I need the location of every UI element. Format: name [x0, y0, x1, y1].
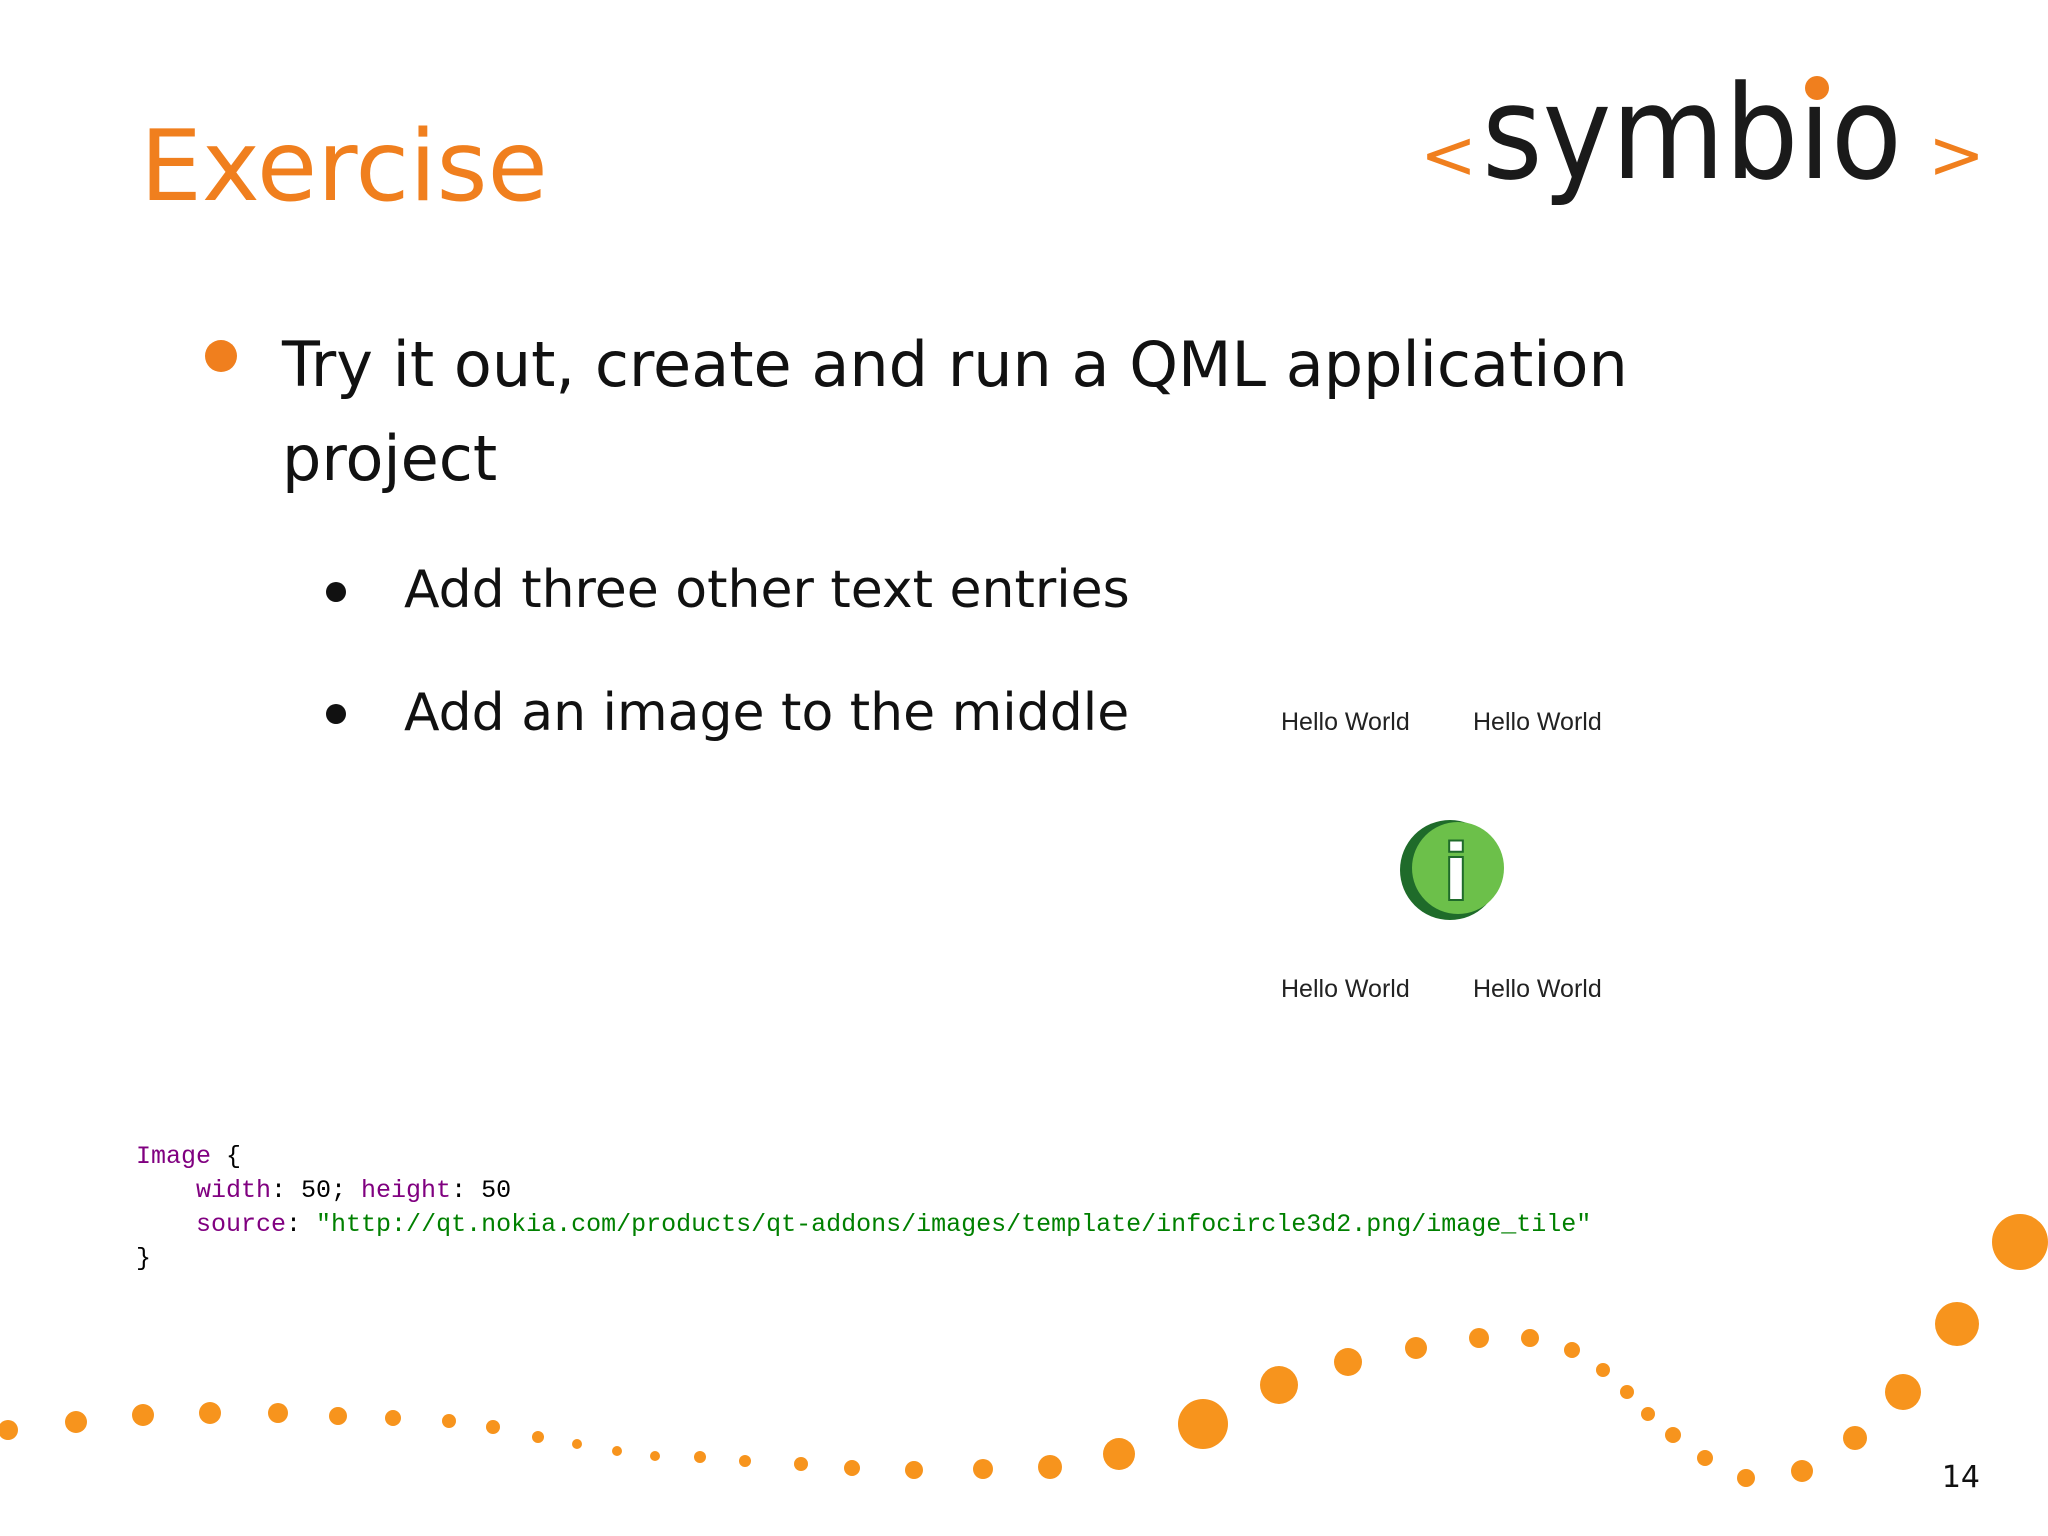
main-bullet-text: Try it out, create and run a QML applica…: [282, 328, 1628, 495]
logo-left-bracket: <: [1420, 116, 1477, 195]
sub-bullet-2: Add an image to the middle: [404, 683, 1130, 743]
main-bullet-dot: [205, 340, 237, 372]
code-val-height: : 50: [451, 1176, 512, 1205]
code-brace-open: {: [211, 1142, 242, 1171]
logo-text: symbio: [1482, 60, 1902, 209]
code-prop-source: source: [196, 1210, 287, 1239]
info-letter: i: [1443, 829, 1470, 919]
sub-bullet-1: Add three other text entries: [404, 560, 1130, 620]
hello-world-label: Hello World: [1473, 975, 1602, 1003]
hello-world-label: Hello World: [1281, 708, 1410, 736]
code-val-width: : 50;: [271, 1176, 362, 1205]
symbio-logo: < symbio >: [1420, 60, 1980, 209]
code-block: Image { width: 50; height: 50 source: "h…: [136, 1140, 1591, 1276]
info-circle-icon: i: [1400, 820, 1504, 920]
code-brace-close: }: [136, 1244, 152, 1273]
slide-title: Exercise: [140, 110, 548, 224]
code-prop-height: height: [361, 1176, 452, 1205]
page-number: 14: [1941, 1460, 1980, 1495]
code-source-string: "http://qt.nokia.com/products/qt-addons/…: [316, 1210, 1592, 1239]
code-prop-width: width: [196, 1176, 272, 1205]
code-type: Image: [136, 1142, 212, 1171]
sub-bullet-dot: [326, 582, 346, 602]
sub-bullet-dot: [326, 704, 346, 724]
logo-dot: [1805, 76, 1829, 100]
hello-world-label: Hello World: [1473, 708, 1602, 736]
logo-right-bracket: >: [1928, 116, 1980, 195]
hello-world-label: Hello World: [1281, 975, 1410, 1003]
code-sep: :: [286, 1210, 317, 1239]
